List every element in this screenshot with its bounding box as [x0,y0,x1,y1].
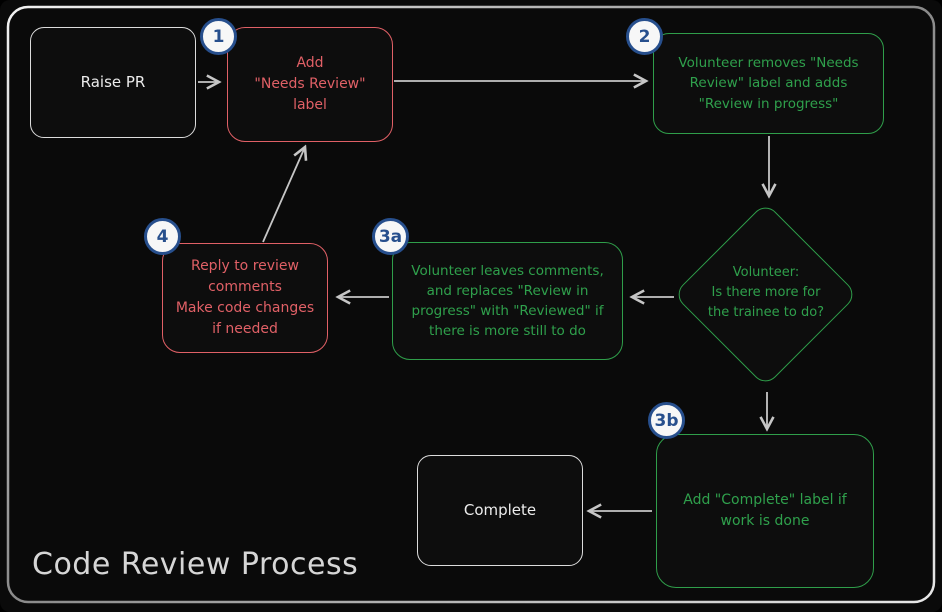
step-badge-2: 2 [626,18,663,55]
node-volunteer-leaves-comments: Volunteer leaves comments, and replaces … [392,242,623,360]
node-raise-pr: Raise PR [30,27,196,138]
node-volunteer-removes-label: Volunteer removes "Needs Review" label a… [653,33,884,134]
node-complete: Complete [417,455,583,566]
step-badge-3a: 3a [372,218,409,255]
node-reply-to-review-comments: Reply to review comments Make code chang… [162,243,328,353]
arrow-step4-to-step1 [262,147,305,243]
diagram-title: Code Review Process [32,547,359,582]
step-badge-1: 1 [200,18,237,55]
decision-diamond-label: Volunteer: Is there more for the trainee… [707,265,825,321]
step-badge-4: 4 [144,218,181,255]
step-badge-3b: 3b [648,402,685,439]
node-add-complete-label: Add "Complete" label if work is done [656,434,874,588]
diagram-frame [6,5,936,604]
node-add-needs-review-label: Add "Needs Review" label [227,27,393,142]
